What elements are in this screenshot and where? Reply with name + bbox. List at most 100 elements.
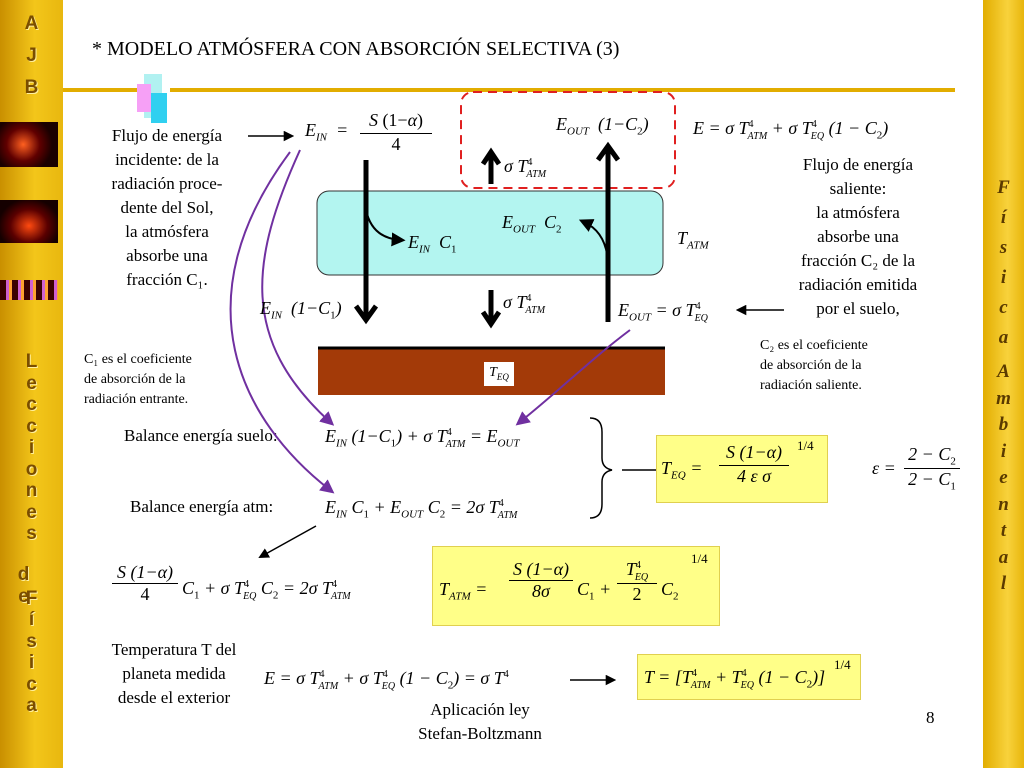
sidebar-letter: e <box>999 467 1008 488</box>
sidebar-letter: c <box>26 673 37 695</box>
text-line: Aplicación ley <box>430 700 530 719</box>
brace <box>589 417 613 519</box>
sidebar-letter: J <box>26 45 37 66</box>
eq-epsilon: ε = <box>872 458 896 478</box>
sidebar-letter: i <box>28 437 35 458</box>
c2-note: C₂ es el coeficiente de absorción de la ra… <box>760 336 910 396</box>
text-line: absorbe una <box>126 246 208 265</box>
page-title: * MODELO ATMÓSFERA CON ABSORCIÓN SELECTI… <box>92 38 620 60</box>
c1-note: C₁ es el coeficiente de absorción de la ra… <box>84 350 234 410</box>
sidebar-letter: d <box>17 564 30 585</box>
eq-balance-atm: EIN C1 + EOUT C2 = 2σ T4ATM <box>325 497 518 521</box>
eq-eout-c2: EOUT C2 <box>502 212 562 236</box>
sidebar-letter: c <box>26 415 37 437</box>
pointer-arrow <box>258 525 317 559</box>
sidebar-letter: s <box>26 523 37 544</box>
sidebar-letter: e <box>26 372 37 394</box>
outgoing-flux-text: Flujo de energía saliente: la atmósfera abs… <box>772 153 944 321</box>
text-line: Temperatura T del <box>111 640 237 659</box>
thumbnail-image <box>0 280 58 300</box>
sidebar-letter: L <box>25 351 38 372</box>
dashed-box <box>460 91 676 189</box>
eq-derived: C1 + σ T4EQ C2 = 2σ T4ATM <box>182 578 351 602</box>
text-line: Flujo de energía <box>111 126 223 145</box>
balance-atm-label: Balance energía atm: <box>130 497 274 516</box>
decor-line <box>170 88 955 92</box>
sidebar-letter: t <box>1000 520 1007 541</box>
text-line: C₁ es el coeficiente <box>84 352 192 367</box>
sidebar-letter: a <box>998 327 1009 348</box>
text-line: de absorción de la <box>84 372 186 387</box>
eq-eout-1c2: EOUT (1−C2) <box>556 114 649 138</box>
right-sidebar <box>983 0 1024 768</box>
text-line: la atmósfera <box>816 203 900 222</box>
purple-arrow <box>515 329 631 426</box>
balance-ground-label: Balance energía suelo: <box>124 426 278 445</box>
temperature-label: Temperatura T del planeta medida desde el … <box>96 638 252 710</box>
eq-eout: EOUT = σ T4EQ <box>618 300 708 324</box>
text-line: dente del Sol, <box>120 198 214 217</box>
sidebar-letter: F <box>25 587 38 609</box>
text-line: la atmósfera <box>125 222 209 241</box>
text-line: saliente: <box>829 179 887 198</box>
eq-E-total: E = σ T4ATM + σ T4EQ (1 − C2) <box>693 118 889 142</box>
eq-derived-frac: S (1−α)4 <box>112 562 178 605</box>
text-line: Flujo de energía <box>802 155 914 174</box>
decor-block <box>151 93 167 123</box>
text-line: desde el exterior <box>117 688 231 707</box>
sidebar-letter: c <box>26 394 37 415</box>
eq-ein-c1: EIN C1 <box>408 232 457 256</box>
thumbnail-image <box>0 122 58 167</box>
atmosphere-box <box>316 190 664 276</box>
sidebar-letter: e <box>26 501 37 523</box>
sidebar-letter: b <box>998 414 1009 435</box>
text-line: absorbe una <box>817 227 899 246</box>
text-line: planeta medida <box>122 664 226 683</box>
sidebar-letter: c <box>999 297 1008 318</box>
eq-E-T: E = σ T4ATM + σ T4EQ (1 − C2) = σ T4 <box>264 668 509 692</box>
label-teq: TEQ <box>484 362 514 386</box>
decor-block <box>137 84 151 112</box>
sidebar-letter: n <box>998 493 1009 515</box>
text-line: radiación emitida <box>798 275 918 294</box>
text-line: fracción C₁. <box>126 270 208 289</box>
page-number: 8 <box>926 708 935 727</box>
eq-ein: EIN = <box>305 120 349 144</box>
absorb-out-arrow <box>578 219 609 263</box>
sidebar-letter: a <box>26 695 37 716</box>
sidebar-letter: F <box>997 177 1010 198</box>
text-line: fracción C₂ de la <box>800 251 915 270</box>
sidebar-letter: A <box>997 361 1010 382</box>
sidebar-letter: s <box>999 237 1008 258</box>
decor-line <box>63 88 143 92</box>
eq-balance-ground: EIN (1−C1) + σ T4ATM = EOUT <box>325 426 520 450</box>
sidebar-letter: a <box>998 546 1009 568</box>
text-line: de absorción de la <box>760 358 862 373</box>
formula-box-teq: TEQ = S (1−α)4 ε σ 1/4 <box>656 435 828 503</box>
sidebar-letter: n <box>25 480 38 501</box>
formula-box-t: T = [T4ATM + T4EQ (1 − C2)] 1/4 <box>637 654 861 700</box>
sidebar-letter: i <box>1000 440 1007 462</box>
eq-ein-1c1: EIN (1−C1) <box>260 298 342 322</box>
label-tatm: TATM <box>677 228 709 252</box>
sidebar-letter: l <box>1000 573 1007 594</box>
sidebar-letter: e <box>18 586 29 607</box>
text-line: C₂ es el coeficiente <box>760 338 868 353</box>
sidebar-letter: i <box>1000 267 1007 288</box>
text-line: radiación proce- <box>111 174 223 193</box>
eq-sigma-tatm-down: σ T4ATM <box>503 292 546 316</box>
text-line: radiación saliente. <box>760 378 862 393</box>
eq-sigma-tatm-up: σ T4ATM <box>504 156 547 180</box>
purple-arrow <box>261 149 335 426</box>
absorb-in-arrow <box>365 209 406 247</box>
sidebar-letter: s <box>26 630 37 652</box>
thumbnail-image <box>0 200 58 243</box>
purple-arrow <box>229 151 335 494</box>
sidebar-letter: í <box>1000 207 1007 228</box>
sidebar-letter: m <box>996 387 1011 409</box>
text-line: radiación entrante. <box>84 392 189 407</box>
sidebar-letter: i <box>28 652 35 673</box>
